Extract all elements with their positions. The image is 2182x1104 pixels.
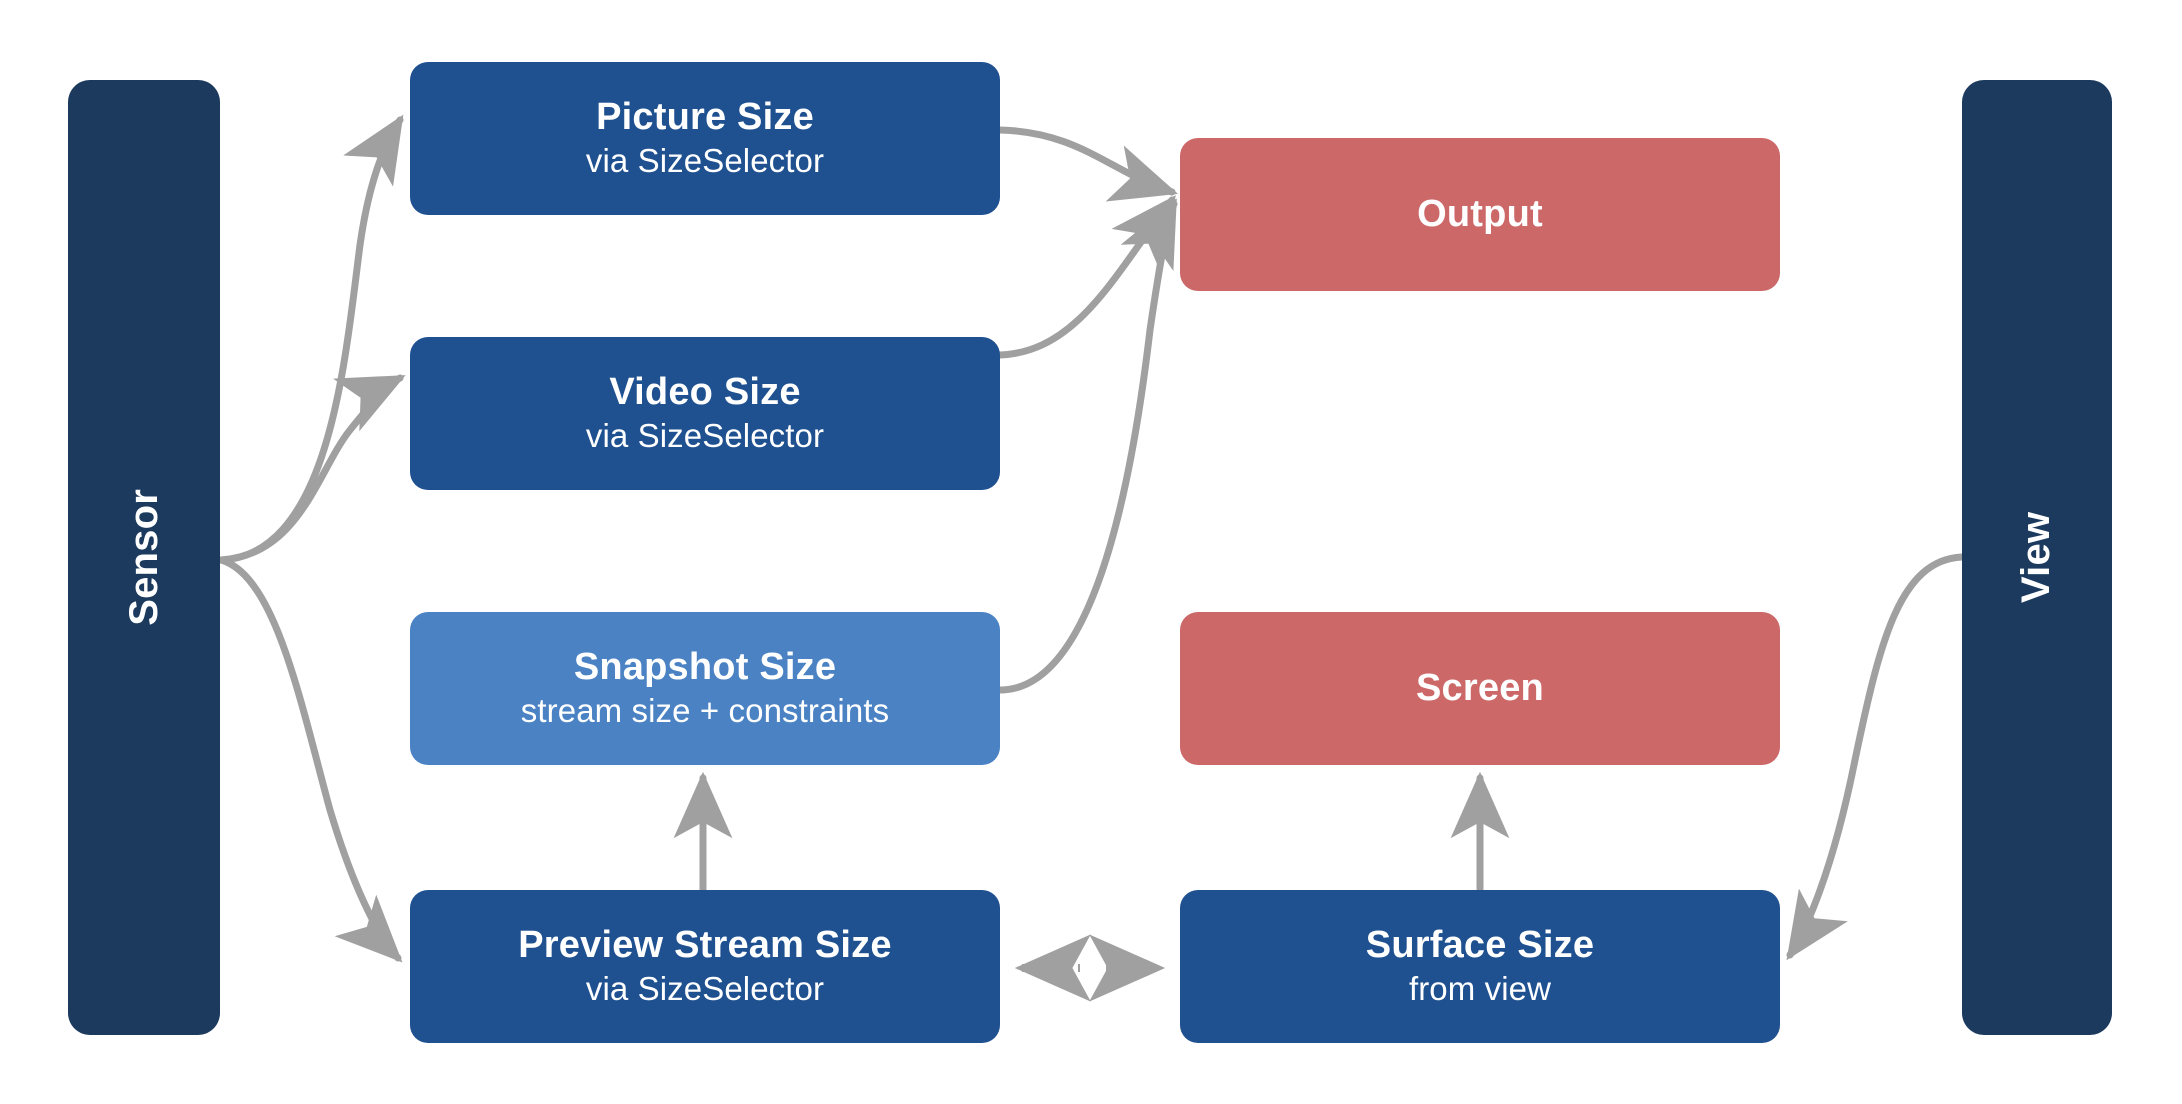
edge-sensor-to-video [217,374,406,564]
node-output[interactable]: Output [1180,138,1780,291]
node-video-size[interactable]: Video Size via SizeSelector [410,337,1000,490]
node-preview-stream-size-subtitle: via SizeSelector [585,969,825,1007]
node-picture-size[interactable]: Picture Size via SizeSelector [410,62,1000,215]
edge-video-to-output [996,195,1176,359]
node-picture-size-title: Picture Size [596,96,814,139]
node-preview-stream-size[interactable]: Preview Stream Size via SizeSelector [410,890,1000,1043]
node-sensor-title: Sensor [121,489,166,626]
node-sensor[interactable]: Sensor [68,80,220,1035]
node-snapshot-size-subtitle: stream size + constraints [520,691,890,729]
node-view[interactable]: View [1962,80,2112,1035]
node-snapshot-size[interactable]: Snapshot Size stream size + constraints [410,612,1000,765]
node-video-size-subtitle: via SizeSelector [585,416,825,454]
edge-view-to-surface [1786,553,1966,961]
node-screen[interactable]: Screen [1180,612,1780,765]
edge-picture-to-output [996,126,1178,202]
node-surface-size[interactable]: Surface Size from view [1180,890,1780,1043]
node-preview-stream-size-title: Preview Stream Size [518,924,892,967]
edge-snapshot-to-output [996,198,1178,694]
node-screen-title: Screen [1416,667,1544,710]
node-picture-size-subtitle: via SizeSelector [585,141,825,179]
edge-sensor-to-picture [217,114,404,564]
node-view-title: View [2014,511,2059,604]
node-snapshot-size-title: Snapshot Size [573,646,837,689]
node-output-title: Output [1417,193,1543,236]
node-surface-size-subtitle: from view [1408,969,1552,1007]
node-video-size-title: Video Size [609,371,801,414]
edge-sensor-to-preview [217,556,403,963]
node-surface-size-title: Surface Size [1365,924,1595,967]
